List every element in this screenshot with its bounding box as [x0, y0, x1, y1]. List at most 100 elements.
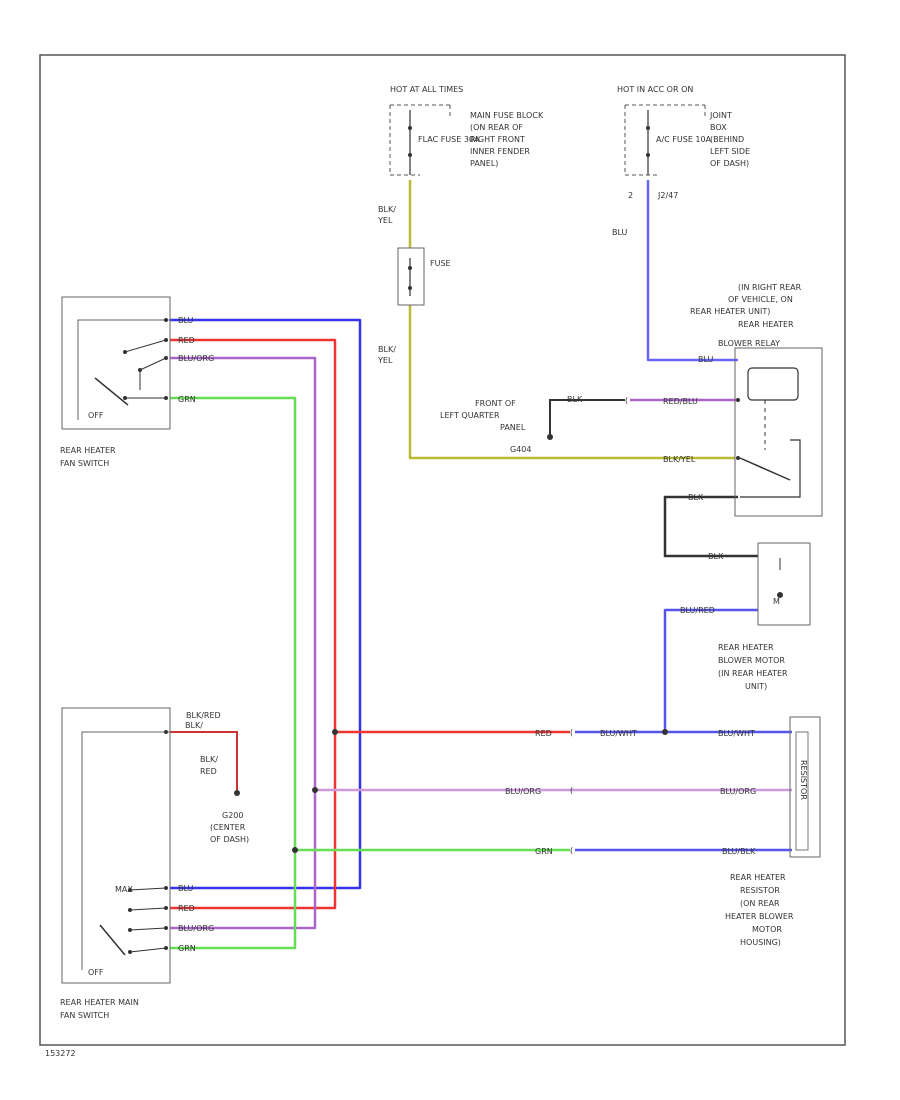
main-switch-label-1: FAN SWITCH — [60, 1011, 109, 1020]
splice-grn — [292, 847, 298, 853]
label-red: RED — [535, 729, 552, 738]
fan-switch-pin-3: GRN — [178, 395, 196, 404]
acc-fuse-note-3: LEFT SIDE — [710, 147, 750, 156]
relay-location-1: OF VEHICLE, ON — [728, 295, 793, 304]
wire-blu-main — [170, 318, 362, 890]
label-blk-yel-mid-1: YEL — [377, 356, 393, 365]
label-blu: BLU — [612, 228, 628, 237]
diagram-frame — [39, 54, 846, 1046]
ground-dash-0: G200 — [222, 811, 243, 820]
ground-dash-1: (CENTER — [210, 823, 246, 832]
rear-heater-fan-switch: OFF BLU RED BLU/ORG GRN REAR HEATER FAN … — [60, 296, 214, 468]
footer-code: 153272 — [45, 1049, 76, 1058]
main-fuse-note-4: PANEL) — [470, 159, 498, 168]
resistor-label-5: HOUSING) — [740, 938, 781, 947]
label-blk-yel-relay: BLK/YEL — [663, 455, 696, 464]
motor-label-2: (IN REAR HEATER — [718, 669, 788, 678]
acc-fuse-label: A/C FUSE 10A — [656, 135, 712, 144]
wire-blk-yel — [408, 180, 735, 460]
main-switch-pin-1: RED — [178, 904, 195, 913]
splice-red — [332, 729, 338, 735]
connector-mark: ( — [570, 728, 573, 737]
resistor-inner: RESISTOR — [799, 760, 808, 800]
main-fuse-note-2: RIGHT FRONT — [470, 135, 525, 144]
main-switch-top-pin: BLK/RED — [186, 711, 221, 720]
connector-mark: ( — [570, 786, 573, 795]
ground-dash-dot — [234, 790, 240, 796]
joint-box-fuse-block: HOT IN ACC OR ON A/C FUSE 10A JOINT BOX … — [617, 85, 750, 200]
acc-fuse-note-1: BOX — [710, 123, 727, 132]
wire-grn-main — [170, 396, 297, 950]
label-blk-yel-top-1: YEL — [377, 216, 393, 225]
label-blu-org: BLU/ORG — [505, 787, 541, 796]
resistor-label-1: RESISTOR — [740, 886, 780, 895]
ground-quarter-2: PANEL — [500, 423, 526, 432]
wire-blk-relay-motor — [663, 495, 758, 558]
label-blk-yel-top-0: BLK/ — [378, 205, 396, 214]
wire-blu-relay — [646, 180, 738, 362]
main-switch-speed: MAX — [115, 885, 133, 894]
fan-switch-label-0: REAR HEATER — [60, 446, 116, 455]
ground-dash-2: OF DASH) — [210, 835, 249, 844]
acc-fuse-header: HOT IN ACC OR ON — [617, 85, 693, 94]
resistor-label-2: (ON REAR — [740, 899, 780, 908]
acc-fuse-note-0: JOINT — [709, 111, 732, 120]
wire-blu-red-motor — [663, 608, 758, 732]
resistor-label-3: HEATER BLOWER — [725, 912, 794, 921]
acc-fuse-note-4: OF DASH) — [710, 159, 749, 168]
fan-switch-off: OFF — [88, 411, 104, 420]
inline-fuse-label: FUSE — [430, 259, 451, 268]
label-blk-red2-1: RED — [200, 767, 217, 776]
main-fuse-header: HOT AT ALL TIMES — [390, 85, 463, 94]
wire-blu-org-main — [170, 356, 317, 930]
fan-switch-pin-2: BLU/ORG — [178, 354, 214, 363]
ground-quarter-1: LEFT QUARTER — [440, 411, 500, 420]
label-blu-blk: BLU/BLK — [722, 847, 756, 856]
main-fuse-note-3: INNER FENDER — [470, 147, 530, 156]
motor-label-3: UNIT) — [745, 682, 767, 691]
rear-heater-main-fan-switch: MAX OFF BLK/RED BLU RED BLU/ORG GRN REAR… — [60, 707, 221, 1020]
main-switch-pin-2: BLU/ORG — [178, 924, 214, 933]
label-red-blu: RED/BLU — [663, 397, 698, 406]
relay-location-2: REAR HEATER UNIT) — [690, 307, 770, 316]
label-blk-red-0: BLK/ — [185, 721, 203, 730]
label-blu-red-motor: BLU/RED — [680, 606, 715, 615]
connector-mark: ( — [570, 846, 573, 855]
motor-label-0: REAR HEATER — [718, 643, 774, 652]
splice-blu-org — [312, 787, 318, 793]
main-switch-label-0: REAR HEATER MAIN — [60, 998, 139, 1007]
ground-quarter-3: G404 — [510, 445, 531, 454]
main-fuse-note-1: (ON REAR OF — [470, 123, 523, 132]
label-blu-wht2: BLU/WHT — [718, 729, 755, 738]
main-switch-pin-0: BLU — [178, 884, 194, 893]
rear-heater-resistor: RESISTOR REAR HEATER RESISTOR (ON REAR H… — [725, 716, 821, 947]
motor-symbol: M — [773, 597, 780, 606]
rear-heater-blower-motor: M BLK BLU/RED REAR HEATER BLOWER MOTOR (… — [680, 542, 811, 691]
label-blu-relay: BLU — [698, 355, 714, 364]
acc-pin: J2/47 — [657, 191, 678, 200]
label-blk-red2-0: BLK/ — [200, 755, 218, 764]
fan-switch-pin-1: RED — [178, 336, 195, 345]
wire-blk-red-ground — [170, 731, 238, 790]
main-fuse-note-0: MAIN FUSE BLOCK — [470, 111, 544, 120]
label-blk-yel-mid-0: BLK/ — [378, 345, 396, 354]
relay-location-3: REAR HEATER — [738, 320, 794, 329]
label-blk-relay-out: BLK — [688, 493, 704, 502]
acc-fuse-note-2: (BEHIND — [710, 135, 744, 144]
inline-fuse: FUSE — [397, 247, 451, 306]
splice-blu-wht — [662, 729, 668, 735]
label-blk: BLK — [567, 395, 583, 404]
main-switch-pin-3: GRN — [178, 944, 196, 953]
main-fuse-block: HOT AT ALL TIMES FLAC FUSE 30A MAIN FUSE… — [389, 85, 544, 176]
resistor-label-0: REAR HEATER — [730, 873, 786, 882]
label-blu-org2: BLU/ORG — [720, 787, 756, 796]
connector-mark: ( — [625, 396, 628, 405]
wire-blk-ground — [549, 399, 625, 437]
fan-switch-label-1: FAN SWITCH — [60, 459, 109, 468]
label-grn: GRN — [535, 847, 553, 856]
motor-label-1: BLOWER MOTOR — [718, 656, 785, 665]
label-blk-motor: BLK — [708, 552, 724, 561]
fan-switch-pin-0: BLU — [178, 316, 194, 325]
relay-location-4: BLOWER RELAY — [718, 339, 780, 348]
